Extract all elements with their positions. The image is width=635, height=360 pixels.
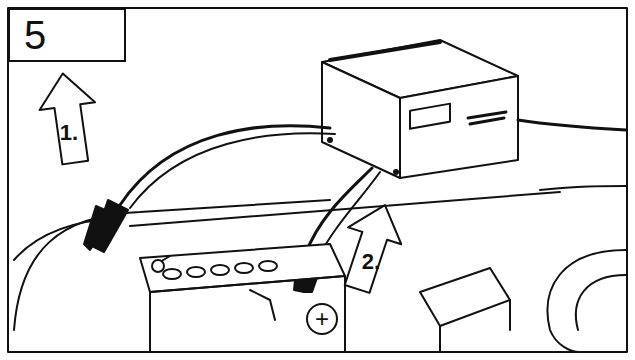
arrow-outline bbox=[38, 70, 100, 166]
step-number: 5 bbox=[24, 15, 46, 55]
callout-number: 2. bbox=[362, 251, 380, 273]
arrow-outline bbox=[340, 200, 402, 294]
callout-number: 1. bbox=[60, 122, 78, 144]
step-arrow: 2. bbox=[340, 200, 402, 294]
step-arrow: 1. bbox=[38, 70, 100, 166]
polarity-circle: + bbox=[306, 303, 338, 335]
plus-sign: + bbox=[315, 307, 329, 331]
step-number-box: 5 bbox=[8, 8, 126, 62]
